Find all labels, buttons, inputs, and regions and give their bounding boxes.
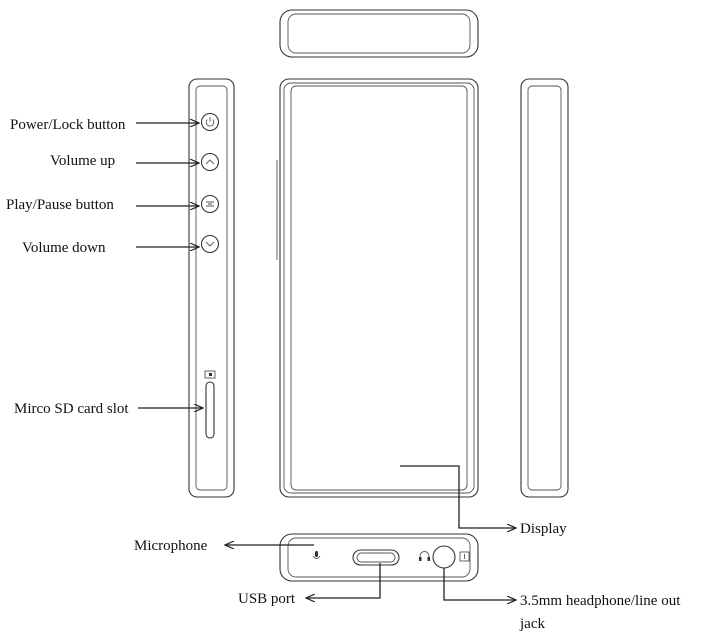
headphone-icon [419, 551, 430, 561]
chevron-down-icon [205, 241, 215, 247]
microphone-icon [312, 551, 321, 559]
chevron-up-icon [205, 159, 215, 165]
label-volume-down: Volume down [22, 240, 106, 256]
label-jack-line2: jack [519, 616, 545, 632]
play-pause-button[interactable] [200, 194, 220, 214]
display-screen [290, 85, 468, 491]
label-play-pause: Play/Pause button [6, 197, 114, 213]
device-bottom-view [279, 533, 479, 582]
volume-up-button[interactable] [200, 152, 220, 172]
play-pause-icon [206, 201, 214, 207]
line-out-icon [459, 551, 470, 562]
label-jack-line1: 3.5mm headphone/line out [520, 593, 681, 609]
device-left-side-view [188, 78, 235, 498]
label-usb: USB port [238, 591, 296, 607]
label-sd-slot: Mirco SD card slot [14, 401, 129, 417]
label-power-lock: Power/Lock button [10, 117, 126, 133]
device-top-view [279, 9, 479, 58]
label-microphone: Microphone [134, 538, 208, 554]
label-volume-up: Volume up [50, 153, 115, 169]
jack-arrow [443, 568, 516, 600]
sd-card-slot[interactable] [205, 381, 215, 439]
device-right-side-view [520, 78, 569, 498]
power-icon [205, 117, 215, 127]
headphone-jack[interactable] [432, 545, 456, 569]
device-front-view [276, 78, 479, 498]
usb-arrow [306, 563, 381, 598]
usb-port[interactable] [352, 549, 400, 566]
sd-card-icon [204, 370, 216, 379]
power-button[interactable] [200, 112, 220, 132]
display-arrow [400, 465, 516, 528]
volume-down-button[interactable] [200, 234, 220, 254]
label-display: Display [520, 521, 567, 537]
